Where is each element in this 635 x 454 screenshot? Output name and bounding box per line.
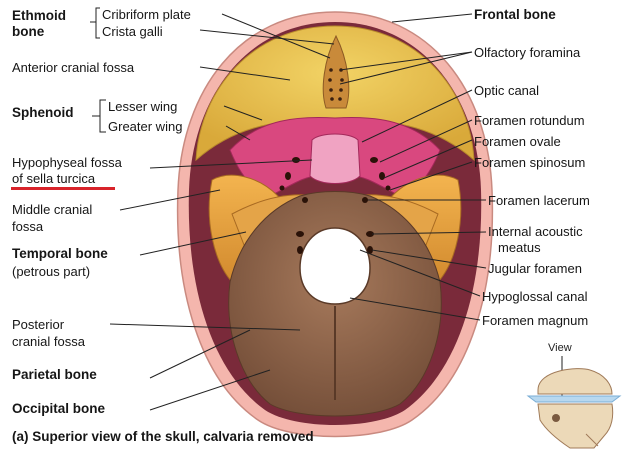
label-frontal-bone: Frontal bone (474, 7, 556, 22)
label-petrous-part: (petrous part) (12, 264, 91, 279)
figure-caption: (a) Superior view of the skull, calvaria… (12, 429, 314, 444)
label-anterior-cranial-fossa: Anterior cranial fossa (12, 60, 135, 75)
leader-lines (109, 13, 563, 411)
foramen-magnum-shape (299, 227, 371, 305)
label-middle-cranial: Middle cranial (12, 202, 93, 217)
label-middle-fossa: fossa (12, 219, 44, 234)
label-foramen-magnum: Foramen magnum (482, 313, 589, 328)
label-hypoglossal-canal: Hypoglossal canal (482, 289, 588, 304)
label-foramen-ovale: Foramen ovale (474, 134, 561, 149)
label-foramen-lacerum: Foramen lacerum (488, 193, 590, 208)
label-jugular-foramen: Jugular foramen (488, 261, 582, 276)
label-cribriform-plate: Cribriform plate (102, 7, 191, 22)
brackets (90, 7, 106, 133)
label-optic-canal: Optic canal (474, 83, 540, 98)
inset-skull (526, 368, 622, 449)
label-occipital-bone: Occipital bone (12, 401, 106, 416)
label-foramen-rotundum: Foramen rotundum (474, 113, 585, 128)
label-internal-acoustic: Internal acoustic (488, 224, 583, 239)
label-posterior: Posterior (12, 317, 65, 332)
label-olfactory-foramina: Olfactory foramina (474, 45, 581, 60)
label-greater-wing: Greater wing (108, 119, 183, 134)
label-sphenoid: Sphenoid (12, 105, 74, 120)
label-ethmoid-line1: Ethmoid bone (12, 8, 66, 39)
sella-turcica-shape (309, 133, 361, 184)
label-meatus: meatus (498, 240, 541, 255)
label-hypophyseal-fossa: Hypophyseal fossa (12, 155, 122, 170)
sella-turcica-underline (11, 187, 115, 190)
label-lesser-wing: Lesser wing (108, 99, 178, 114)
label-cranial-fossa: cranial fossa (12, 334, 85, 349)
label-sella-turcica: of sella turcica (12, 171, 96, 186)
label-foramen-spinosum: Foramen spinosum (474, 155, 586, 170)
inset-view-label: View (548, 342, 572, 354)
label-parietal-bone: Parietal bone (12, 367, 97, 382)
label-crista-galli: Crista galli (102, 24, 163, 39)
label-temporal-bone: Temporal bone (12, 246, 108, 261)
foramina-dots (279, 157, 391, 254)
